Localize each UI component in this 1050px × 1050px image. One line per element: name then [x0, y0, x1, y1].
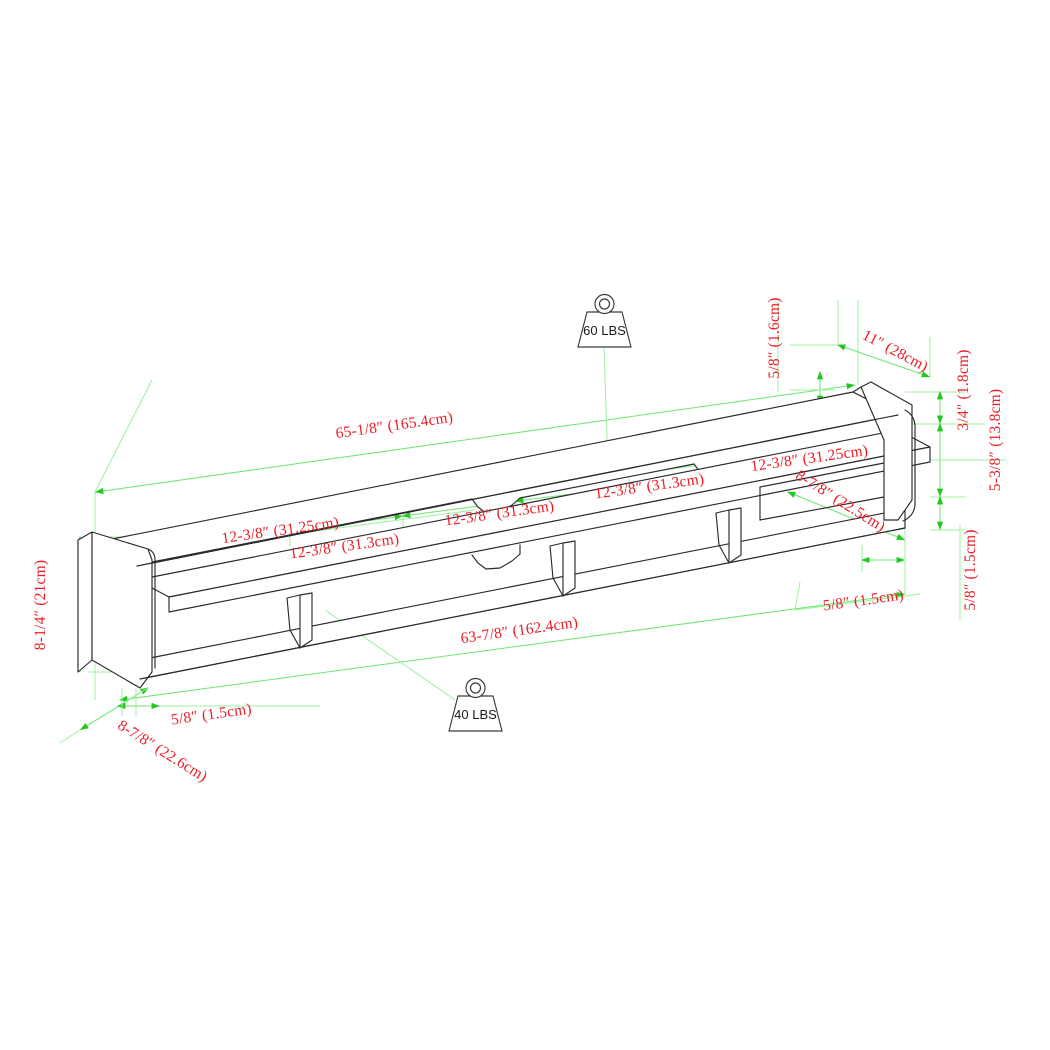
dim-depth-left: 8-7/8″ (22.6cm): [114, 717, 210, 786]
weight-label-40lbs: 40 LBS: [454, 707, 497, 722]
divider-panel-3: [728, 507, 742, 564]
left-end-panel: [77, 531, 93, 673]
weight-icon-40lbs-handle: [465, 677, 486, 699]
weight-label-60lbs: 60 LBS: [583, 323, 626, 338]
weight-icon-40lbs: [448, 695, 503, 732]
right-end-panel: [860, 381, 913, 521]
weight-icon-40lbs-group: 40 LBS: [448, 677, 503, 732]
cable-notch-lower-left: [471, 553, 521, 570]
dim-overall-height-left: 8-1/4″ (21cm): [32, 560, 49, 650]
weight-icon-60lbs-group: 60 LBS: [577, 293, 632, 348]
divider-panels: [286, 507, 742, 649]
divider-panel-1: [299, 592, 313, 649]
dim-top-depth: 11″ (28cm): [859, 327, 931, 376]
product-isometric-view: [77, 381, 931, 689]
dim-bottom-thickness-right: 5/8″ (1.5cm): [822, 586, 905, 614]
dim-panel-thickness-right: 3/4″ (1.8cm): [955, 349, 972, 430]
dim-overall-width-bottom: 63-7/8″ (162.4cm): [460, 614, 580, 647]
dim-top-thickness: 5/8″ (1.6cm): [766, 297, 783, 378]
dim-side-height-right: 5-3/8″ (13.8cm): [987, 389, 1004, 491]
dim-base-thickness-left: 5/8″ (1.5cm): [170, 700, 253, 728]
dim-base-thickness-right: 5/8″ (1.5cm): [962, 529, 979, 610]
weight-icon-60lbs: [577, 311, 632, 348]
left-end-panel-face: [91, 531, 153, 689]
lower-shelf-front-edge: [168, 446, 931, 613]
divider-panel-2: [562, 540, 576, 597]
right-panel-corner-detail: [902, 409, 916, 522]
dim-overall-width-top: 65-1/8″ (165.4cm): [335, 409, 455, 442]
right-bay-back-edge: [759, 462, 885, 488]
weight-icon-60lbs-handle: [594, 293, 615, 315]
